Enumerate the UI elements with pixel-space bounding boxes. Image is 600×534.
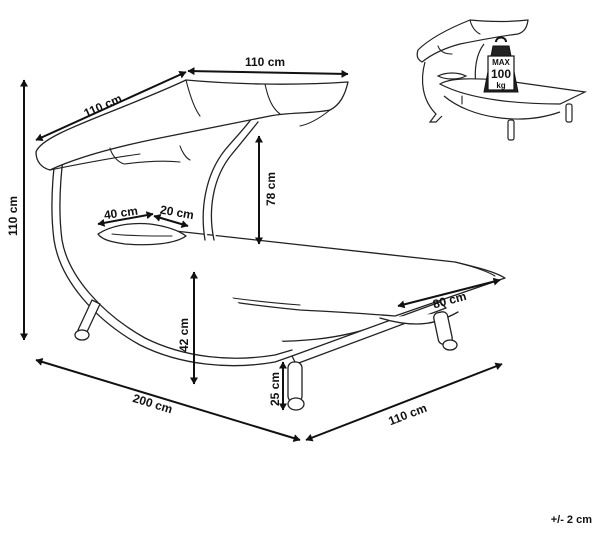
label-width: 110 cm — [386, 401, 428, 428]
label-canopy-clearance: 78 cm — [264, 172, 278, 206]
label-pillow-width: 40 cm — [103, 204, 139, 223]
max-load-value: 100 — [491, 67, 511, 81]
max-load-unit: kg — [496, 81, 505, 90]
label-wheel-height: 25 cm — [268, 372, 282, 406]
dim-length: 200 cm — [35, 358, 301, 442]
dim-wheel-height: 25 cm — [268, 361, 287, 411]
dim-pillow-width: 40 cm — [97, 204, 154, 227]
label-seat-height: 42 cm — [177, 318, 191, 352]
label-pillow-depth: 20 cm — [159, 203, 195, 223]
max-load-icon: MAX 100 kg — [483, 36, 519, 93]
front-leg-right — [433, 311, 458, 351]
label-canopy-width: 110 cm — [245, 55, 285, 69]
max-load-label: MAX — [492, 58, 510, 67]
dim-canopy-width: 110 cm — [187, 55, 349, 78]
label-total-height: 110 cm — [6, 196, 20, 236]
canopy — [35, 79, 349, 171]
tolerance-note: +/- 2 cm — [550, 514, 592, 526]
front-wheel-center — [287, 361, 305, 411]
rocker-frame — [51, 149, 459, 367]
dim-width: 110 cm — [305, 362, 503, 442]
lounger-illustration — [35, 79, 506, 411]
dim-pillow-depth: 20 cm — [153, 203, 195, 229]
dim-total-height: 110 cm — [6, 79, 28, 341]
front-leg-left — [74, 299, 101, 341]
canopy-pole — [202, 117, 259, 241]
dim-canopy-clearance: 78 cm — [255, 135, 278, 245]
